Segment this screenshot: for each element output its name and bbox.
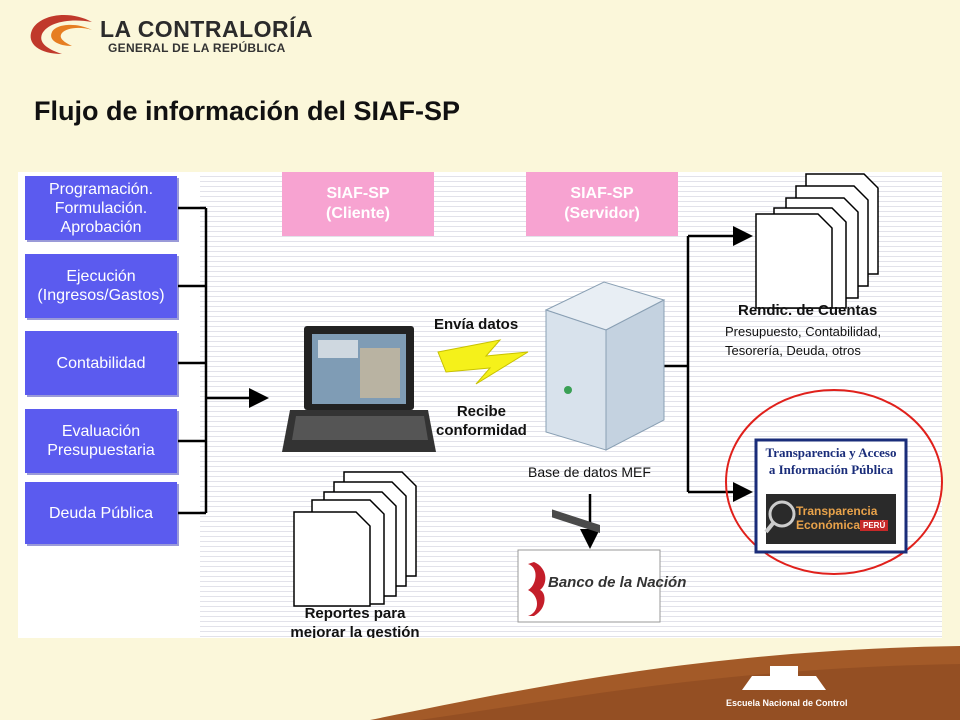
database-label: Base de datos MEF xyxy=(528,464,651,480)
reports-stack-icon xyxy=(293,471,417,607)
box-contabilidad: Contabilidad xyxy=(25,331,177,395)
laptop-icon xyxy=(282,326,436,452)
school-emblem-icon xyxy=(742,666,826,690)
rendic-detail: Presupuesto, Contabilidad, Tesorería, De… xyxy=(725,324,882,358)
page-title: Flujo de información del SIAF-SP xyxy=(34,96,461,126)
rendic-title: Rendic. de Cuentas xyxy=(738,302,878,319)
left-bracket-connector xyxy=(178,206,269,515)
lightning-icon xyxy=(437,339,529,385)
bank-logo-icon xyxy=(528,562,546,616)
box-evaluacion: Evaluación Presupuestaria xyxy=(25,409,177,473)
receive-label: Recibe conformidad xyxy=(436,403,527,439)
box-ejecucion: Ejecución (Ingresos/Gastos) xyxy=(25,254,177,318)
siaf-server-box: SIAF-SP (Servidor) xyxy=(526,172,678,236)
send-data-label: Envía datos xyxy=(434,316,519,333)
highlight-circle xyxy=(725,389,943,575)
box-deuda-publica: Deuda Pública xyxy=(25,482,177,544)
server-icon xyxy=(544,281,666,533)
logo-title: LA CONTRALORÍA xyxy=(100,16,314,42)
box-programacion: Programación. Formulación. Aprobación xyxy=(25,176,177,240)
peru-badge: PERÚ xyxy=(860,520,889,531)
documents-stack-icon xyxy=(755,173,879,309)
bank-label: Banco de la Nación xyxy=(548,574,687,591)
server-output-connector xyxy=(580,226,753,549)
siaf-client-box: SIAF-SP (Cliente) xyxy=(282,172,434,236)
footer-school-name: Escuela Nacional de Control xyxy=(726,698,848,708)
diagram-left-column xyxy=(18,172,200,638)
transparency-logo-text: Transparencia Económica xyxy=(796,504,878,532)
transparency-title: Transparencia y Acceso a Información Púb… xyxy=(765,445,897,477)
reports-label: Reportes para mejorar la gestión xyxy=(290,605,420,638)
logo-subtitle: GENERAL DE LA REPÚBLICA xyxy=(108,41,286,55)
